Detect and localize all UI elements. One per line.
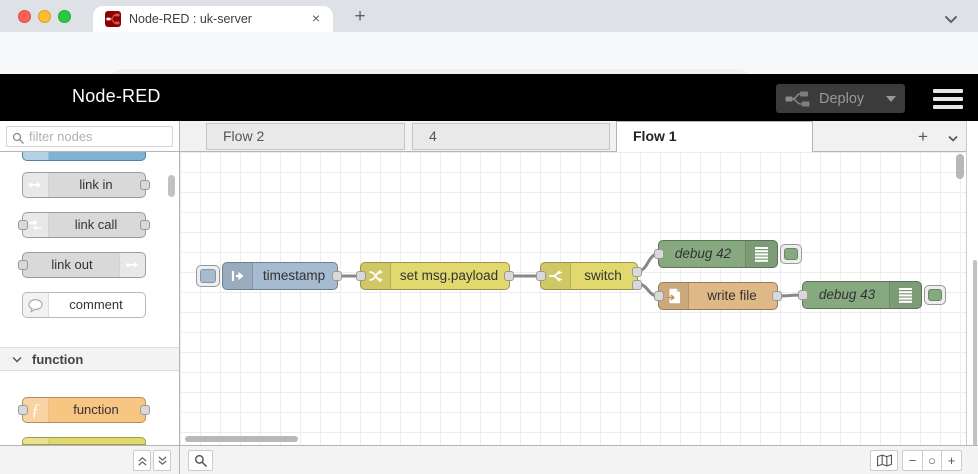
node-label: set msg.payload <box>399 268 499 283</box>
tab-flow-2[interactable]: Flow 2 <box>206 123 405 150</box>
link-out-icon <box>119 253 145 277</box>
change-icon <box>361 263 391 289</box>
search-icon <box>12 131 24 149</box>
tab-title: Node-RED : uk-server <box>129 12 252 26</box>
input-port[interactable] <box>798 290 808 300</box>
palette-node-label: link out <box>51 257 93 272</box>
palette-node-partial-top[interactable] <box>22 152 146 161</box>
add-flow-button[interactable]: + <box>918 127 928 146</box>
navigator-map-button[interactable] <box>870 450 898 471</box>
zoom-out-button[interactable]: − <box>902 450 922 471</box>
file-icon <box>659 283 689 309</box>
nodered-favicon-icon <box>105 11 121 32</box>
output-port-2[interactable] <box>632 280 642 290</box>
palette-node-comment[interactable]: comment <box>22 292 146 318</box>
node-icon <box>23 152 49 160</box>
inject-node[interactable]: timestamp <box>222 262 342 290</box>
palette-category-function[interactable]: function <box>0 347 179 371</box>
node-label: debug 42 <box>674 246 732 261</box>
switch-icon <box>541 263 571 289</box>
output-port[interactable] <box>140 180 150 190</box>
debug-output-icon <box>745 241 777 267</box>
palette-node-link-out[interactable]: link out <box>18 252 146 278</box>
search-flows-button[interactable] <box>188 450 213 471</box>
output-port[interactable] <box>140 405 150 415</box>
zoom-in-button[interactable]: + <box>942 450 962 471</box>
palette-node-function[interactable]: ƒ function <box>18 397 150 423</box>
page-scrollbar-thumb[interactable] <box>973 260 977 474</box>
palette-node-label: comment <box>69 297 123 312</box>
palette-node-partial-bottom[interactable] <box>22 437 146 445</box>
link-in-icon <box>23 173 49 197</box>
debug-output-icon <box>889 282 921 308</box>
output-port-1[interactable] <box>632 267 642 277</box>
palette-scrollbar-thumb[interactable] <box>168 175 175 197</box>
node-icon <box>23 438 49 444</box>
close-window-button[interactable] <box>18 10 31 23</box>
node-label: write file <box>707 288 757 303</box>
palette-node-label: link in <box>79 177 113 192</box>
output-port[interactable] <box>332 271 342 281</box>
minimize-window-button[interactable] <box>38 10 51 23</box>
tab-flow-4[interactable]: 4 <box>412 123 610 150</box>
collapse-all-button[interactable] <box>133 450 151 471</box>
browser-tab[interactable]: Node-RED : uk-server × <box>93 6 333 32</box>
editor-footer: − ○ + <box>0 445 978 474</box>
zoom-reset-button[interactable]: ○ <box>922 450 942 471</box>
flow-tabstrip: Flow 2 4 Flow 1 + <box>180 121 966 152</box>
deploy-icon <box>785 90 811 108</box>
input-port[interactable] <box>18 220 28 230</box>
deploy-label: Deploy <box>819 90 865 107</box>
category-chevron-icon <box>12 356 22 363</box>
palette-node-link-in[interactable]: link in <box>22 172 150 198</box>
switch-node[interactable]: switch <box>536 262 642 290</box>
main-menu-hamburger-icon[interactable] <box>933 89 963 113</box>
debug-node-42[interactable]: debug 42 <box>654 240 778 268</box>
maximize-window-button[interactable] <box>58 10 71 23</box>
input-port[interactable] <box>536 271 546 281</box>
palette-search-row <box>0 121 180 152</box>
canvas-hscrollbar-thumb[interactable] <box>185 436 298 442</box>
debug-node-43[interactable]: debug 43 <box>798 281 922 309</box>
palette-node-link-call[interactable]: link call <box>18 212 150 238</box>
macos-titlebar: Node-RED : uk-server × + <box>0 0 978 32</box>
output-port[interactable] <box>772 291 782 301</box>
write-file-node[interactable]: write file <box>654 282 782 310</box>
input-port[interactable] <box>654 249 664 259</box>
node-label: timestamp <box>262 268 326 283</box>
tab-search-chevron-icon[interactable] <box>944 11 958 29</box>
browser-toolbar: Not Secure uk-server:2718/#flow/a5d542fc… <box>0 32 978 100</box>
input-port[interactable] <box>356 271 366 281</box>
palette-filter-input[interactable] <box>6 126 173 147</box>
tab-flow-1-active[interactable]: Flow 1 <box>616 121 813 152</box>
input-port[interactable] <box>18 405 28 415</box>
deploy-options-caret-icon[interactable] <box>886 95 896 102</box>
node-label: debug 43 <box>818 287 876 302</box>
node-label: switch <box>584 268 622 283</box>
tab-close-icon[interactable]: × <box>311 10 321 26</box>
debug-toggle-button-42[interactable] <box>780 244 802 264</box>
flow-list-caret-icon[interactable] <box>942 126 964 148</box>
flow-canvas[interactable]: timestamp set msg.payload switch <box>180 152 966 445</box>
app-title: Node-RED <box>72 86 161 106</box>
comment-icon <box>23 293 49 317</box>
deploy-button[interactable]: Deploy <box>776 84 905 113</box>
input-port[interactable] <box>18 260 28 270</box>
palette-node-label: link call <box>74 217 118 232</box>
output-port[interactable] <box>504 271 514 281</box>
change-node[interactable]: set msg.payload <box>356 262 514 290</box>
canvas-vscrollbar-thumb[interactable] <box>956 154 964 179</box>
inject-trigger-button[interactable] <box>196 265 220 287</box>
input-port[interactable] <box>654 291 664 301</box>
category-label: function <box>32 351 84 367</box>
expand-all-button[interactable] <box>153 450 171 471</box>
palette-node-label: function <box>73 402 119 417</box>
node-palette: link in link call link out comment <box>0 152 180 445</box>
output-port[interactable] <box>140 220 150 230</box>
inject-icon <box>223 263 253 289</box>
new-tab-button[interactable]: + <box>354 6 366 27</box>
debug-toggle-button-43[interactable] <box>924 285 946 305</box>
